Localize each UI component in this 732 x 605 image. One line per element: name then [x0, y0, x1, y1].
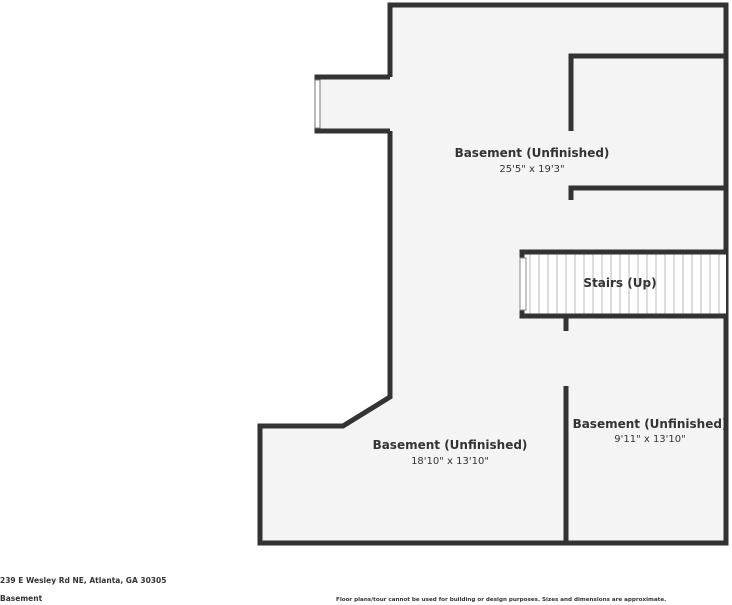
- stairs: [519, 249, 726, 331]
- disclaimer-text: Floor plans/tour cannot be used for buil…: [336, 597, 667, 603]
- floor-level-label: Basement: [0, 594, 43, 603]
- room-dimensions-basement-main: 25'5" x 19'3": [499, 164, 564, 175]
- room-dimensions-basement-lower-right: 9'11" x 13'10": [614, 434, 686, 445]
- stair-treads: [529, 254, 720, 314]
- floor-area: [260, 5, 726, 543]
- property-address: 239 E Wesley Rd NE, Atlanta, GA 30305: [0, 576, 167, 585]
- exterior-wall: [257, 2, 729, 546]
- interior-wall-upper: [568, 53, 726, 131]
- room-label-basement-lower-right: Basement (Unfinished): [573, 417, 728, 431]
- room-label-stairs: Stairs (Up): [583, 276, 656, 290]
- room-label-basement-main: Basement (Unfinished): [455, 146, 610, 160]
- interior-wall-middle: [568, 185, 726, 200]
- room-label-basement-lower-left: Basement (Unfinished): [373, 438, 528, 452]
- room-dimensions-basement-lower-left: 18'10" x 13'10": [411, 456, 489, 467]
- window: [314, 79, 321, 129]
